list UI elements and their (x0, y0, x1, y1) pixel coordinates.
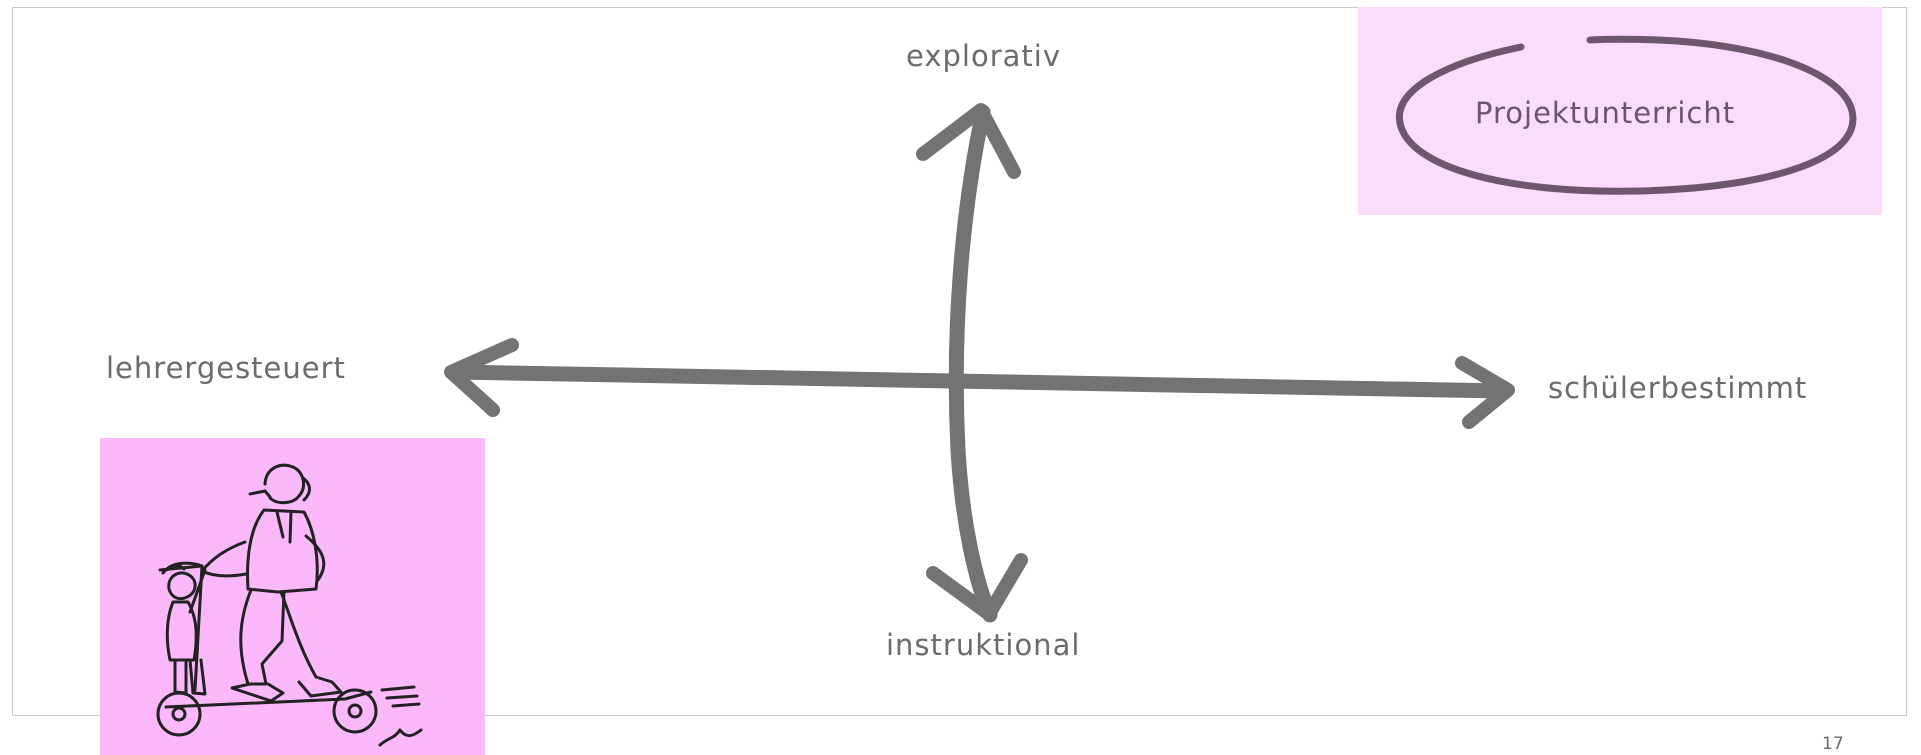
scooter-drawing (100, 438, 485, 755)
label-instruktional: instruktional (886, 628, 1080, 662)
projektunterricht-label: Projektunterricht (1475, 96, 1735, 130)
page-number: 17 (1822, 734, 1844, 754)
label-explorativ: explorativ (906, 39, 1061, 73)
vertical-axis-line (956, 112, 990, 615)
label-lehrergesteuert: lehrergesteuert (106, 351, 346, 385)
scooter-cartoon (100, 438, 485, 755)
horizontal-axis-line (455, 372, 1504, 391)
label-schuelerbestimmt: schülerbestimmt (1548, 371, 1807, 405)
project-highlight-box: Projektunterricht (1358, 7, 1882, 215)
